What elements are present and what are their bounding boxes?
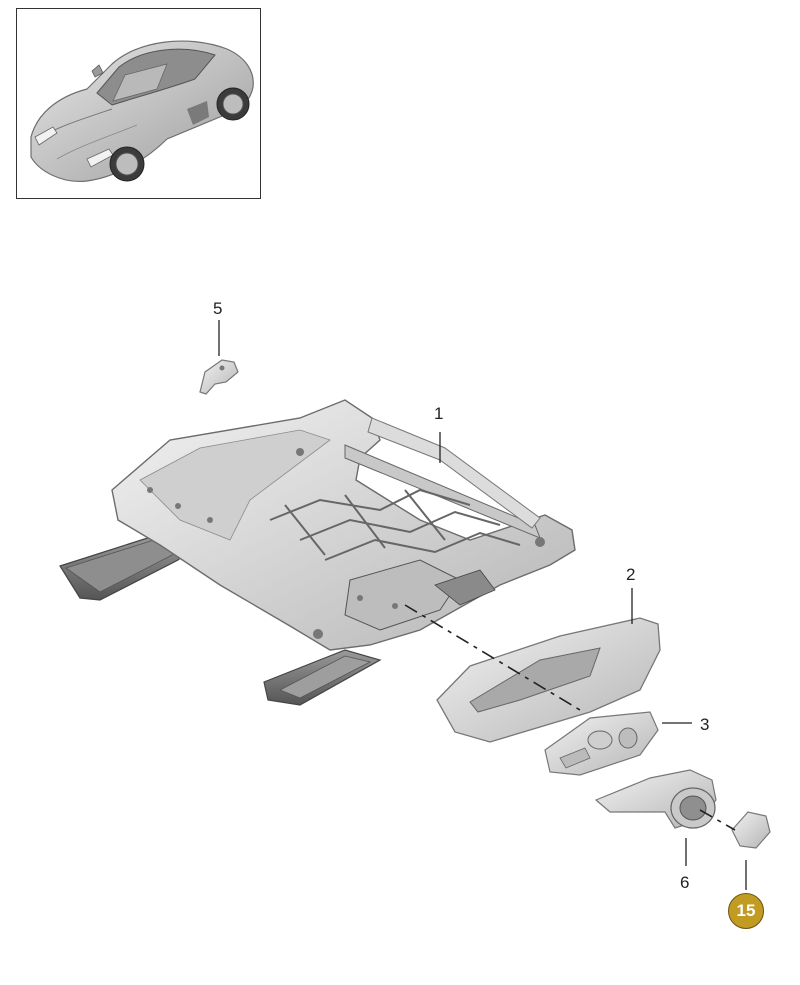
car-icon (30, 40, 254, 183)
part-6-adjust-lever (594, 769, 717, 829)
part-2-side-trim (436, 617, 661, 743)
callout-6: 6 (680, 873, 690, 892)
part-1-seat-frame (59, 399, 576, 706)
part-3-switch-module (544, 711, 659, 776)
vehicle-thumbnail (16, 8, 261, 199)
part-15-cover-cap (731, 811, 771, 849)
callout-5: 5 (213, 299, 223, 318)
leader-lines (218, 320, 747, 890)
callout-2: 2 (626, 565, 636, 584)
callout-15-badge[interactable]: 15 (728, 893, 764, 929)
callout-1: 1 (434, 404, 444, 423)
assembly-lines (404, 604, 736, 831)
callout-3: 3 (700, 715, 710, 734)
part-5-bracket (199, 359, 239, 395)
